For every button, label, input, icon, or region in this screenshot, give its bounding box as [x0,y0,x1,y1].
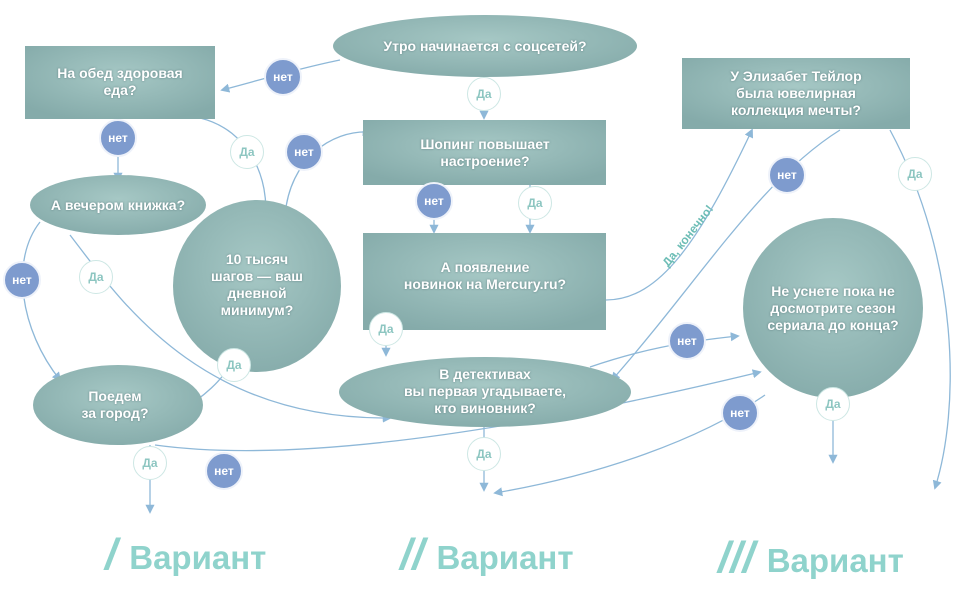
yes-badge: Да [230,135,264,169]
no-badge: нет [768,156,806,194]
yes-badge: Да [217,348,251,382]
edge-elizabeth-no [610,129,841,382]
variant-two-label: Вариант [436,539,574,576]
variant-one: / Вариант [105,530,266,590]
node-lunch-shape [25,46,215,119]
variant-three: /// Вариант [718,533,904,593]
yes-badge: Да [518,186,552,220]
edge-book-no [22,221,62,382]
no-badge: нет [668,322,706,360]
yes-badge: Да [133,446,167,480]
no-badge: нет [99,119,137,157]
no-badge: нет [415,182,453,220]
node-shopping-shape [363,120,606,185]
node-elizabeth-shape [682,58,910,129]
yes-badge: Да [898,157,932,191]
edge-detective-no [589,332,740,368]
yes-badge: Да [369,312,403,346]
no-badge: нет [205,452,243,490]
variant-two-mark: // [400,530,425,579]
node-series-shape [743,218,923,398]
edge-mercury-ofcourse [605,128,754,301]
node-morning-shape [333,15,637,77]
variant-three-label: Вариант [766,542,904,579]
no-badge: нет [285,133,323,171]
variant-one-mark: / [105,530,118,579]
yes-badge: Да [816,387,850,421]
edge-countryside-no [154,369,762,452]
no-badge: нет [264,58,302,96]
variant-three-mark: /// [718,533,755,582]
no-badge: нет [721,394,759,432]
yes-badge: Да [467,77,501,111]
node-mercury-shape [363,233,606,330]
variant-one-label: Вариант [129,539,267,576]
node-book-shape [30,175,206,235]
node-detective-shape [339,357,631,427]
yes-badge: Да [467,437,501,471]
yes-badge: Да [79,260,113,294]
node-countryside-shape [33,365,203,445]
variant-two: // Вариант [400,530,574,590]
node-steps-shape [173,200,341,372]
no-badge: нет [3,261,41,299]
